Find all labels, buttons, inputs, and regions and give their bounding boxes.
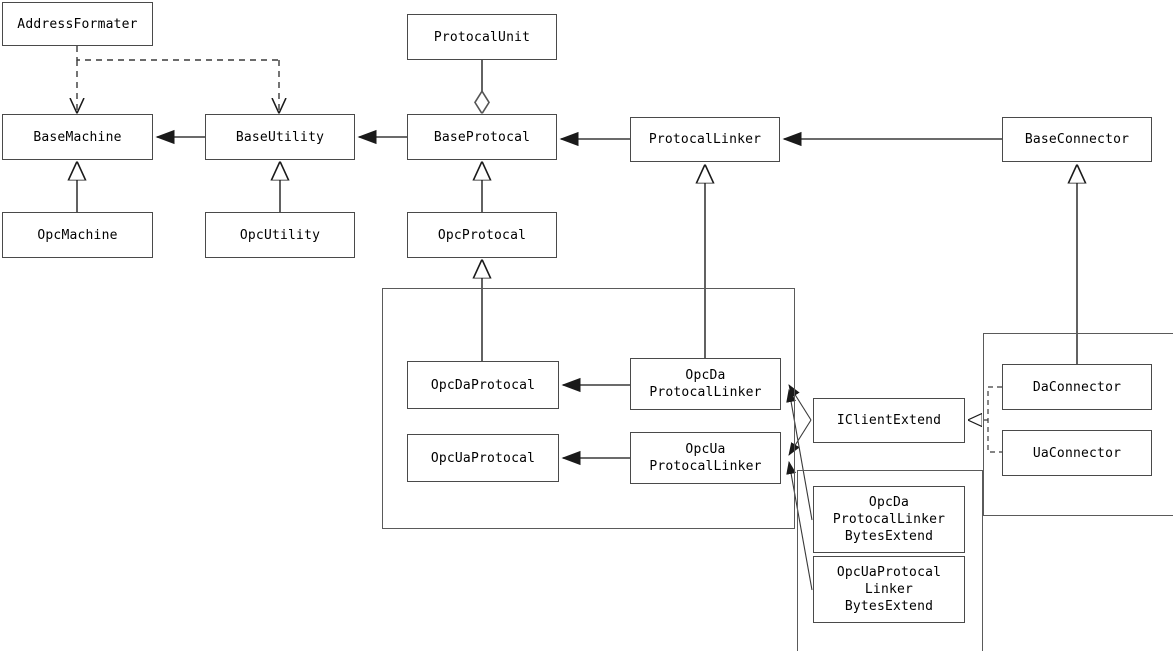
group-connector-package (983, 333, 1173, 516)
class-node-iclient-extend[interactable]: IClientExtend (813, 398, 965, 443)
class-label: OpcMachine (37, 227, 118, 243)
class-node-address-formater[interactable]: AddressFormater (2, 2, 153, 46)
class-label: OpcDa ProtocalLinker BytesExtend (832, 495, 946, 544)
class-node-opc-ua-protocal-linker[interactable]: OpcUa ProtocalLinker (630, 432, 781, 484)
class-label: AddressFormater (17, 16, 138, 32)
class-node-base-machine[interactable]: BaseMachine (2, 114, 153, 160)
class-label: OpcUaProtocal Linker BytesExtend (836, 565, 942, 614)
class-label: BaseMachine (33, 129, 122, 145)
class-node-base-protocal[interactable]: BaseProtocal (407, 114, 557, 160)
class-label: OpcDa ProtocalLinker (649, 368, 762, 400)
class-label: ProtocalUnit (433, 29, 531, 45)
class-node-base-utility[interactable]: BaseUtility (205, 114, 355, 160)
class-label: OpcUa ProtocalLinker (649, 442, 762, 474)
class-label: UaConnector (1032, 445, 1122, 461)
class-node-opc-da-protocal-linker-bytes-extend[interactable]: OpcDa ProtocalLinker BytesExtend (813, 486, 965, 553)
class-node-protocal-unit[interactable]: ProtocalUnit (407, 14, 557, 60)
class-node-opc-protocal[interactable]: OpcProtocal (407, 212, 557, 258)
class-node-opc-utility[interactable]: OpcUtility (205, 212, 355, 258)
class-label: DaConnector (1032, 379, 1122, 395)
class-label: OpcUtility (239, 227, 321, 243)
class-node-opc-da-protocal[interactable]: OpcDaProtocal (407, 361, 559, 409)
edge-addressformater-dependency (77, 46, 279, 112)
class-label: OpcDaProtocal (430, 377, 536, 393)
class-node-ua-connector[interactable]: UaConnector (1002, 430, 1152, 476)
class-label: BaseProtocal (433, 129, 531, 145)
class-node-base-connector[interactable]: BaseConnector (1002, 117, 1152, 162)
class-node-da-connector[interactable]: DaConnector (1002, 364, 1152, 410)
class-node-protocal-linker[interactable]: ProtocalLinker (630, 117, 780, 162)
class-label: IClientExtend (836, 413, 942, 428)
class-label: OpcProtocal (437, 227, 527, 243)
class-label: OpcUaProtocal (430, 450, 536, 466)
class-node-opc-da-protocal-linker[interactable]: OpcDa ProtocalLinker (630, 358, 781, 410)
class-label: ProtocalLinker (648, 132, 762, 147)
class-node-opc-ua-protocal[interactable]: OpcUaProtocal (407, 434, 559, 482)
class-label: BaseConnector (1024, 132, 1130, 147)
class-node-opc-machine[interactable]: OpcMachine (2, 212, 153, 258)
class-node-opc-ua-protocal-linker-bytes-extend[interactable]: OpcUaProtocal Linker BytesExtend (813, 556, 965, 623)
class-label: BaseUtility (235, 129, 325, 145)
